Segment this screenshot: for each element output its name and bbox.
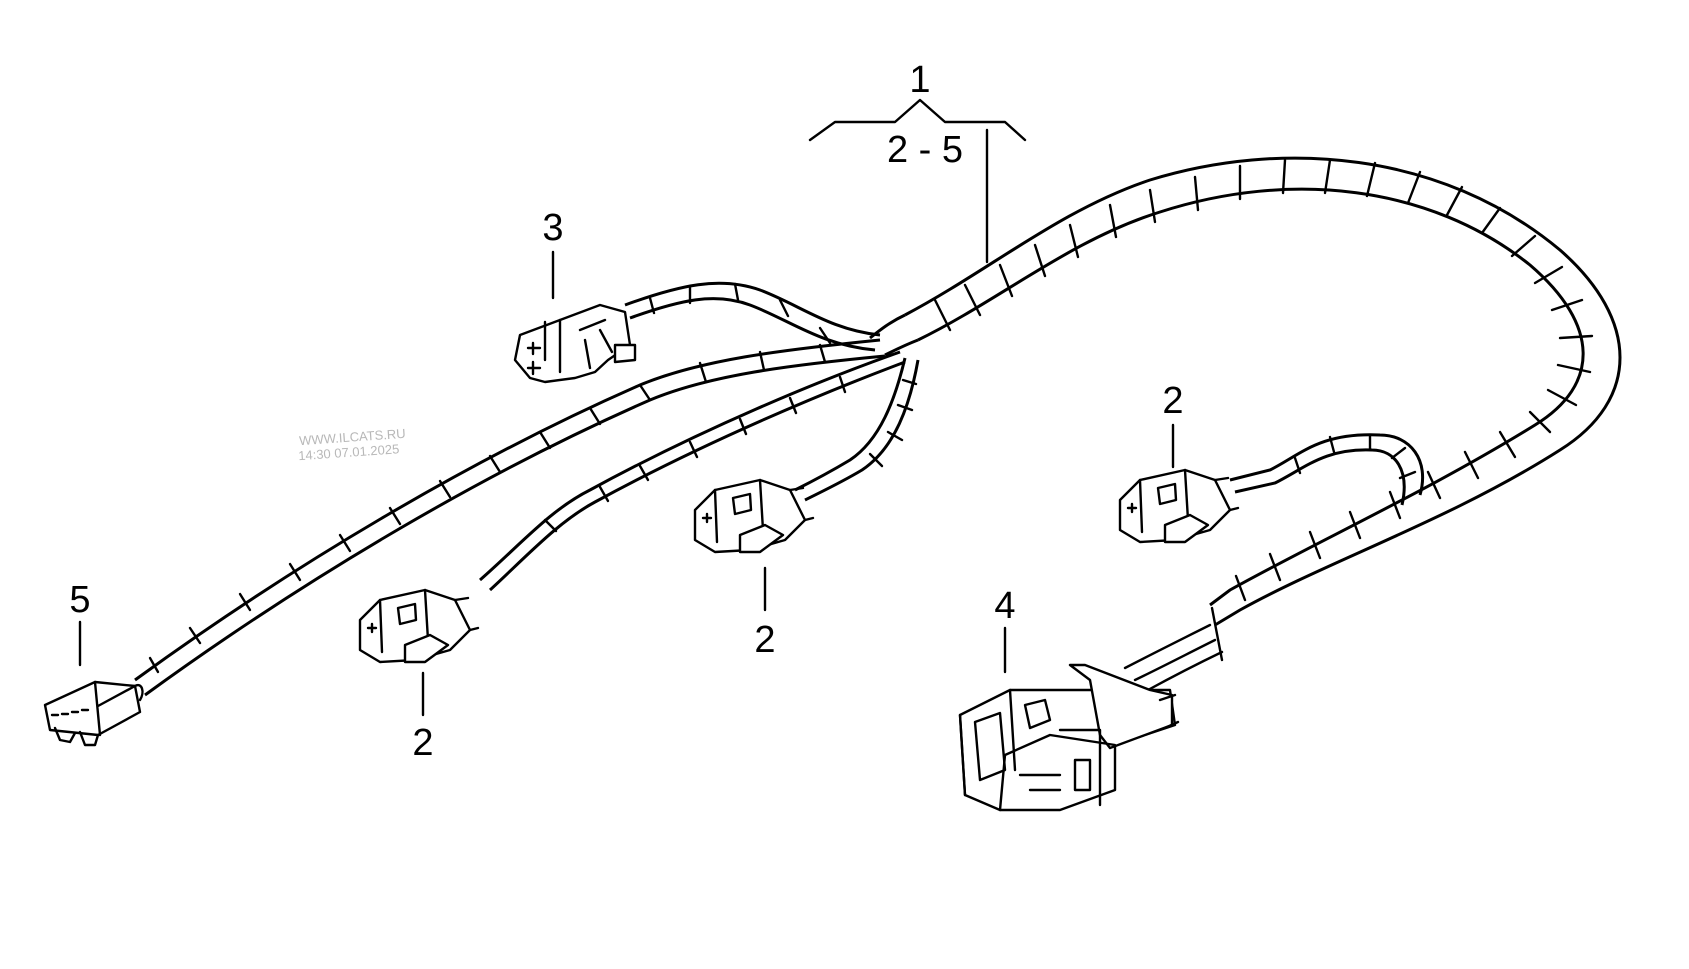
- branch-to-connector-3: [624, 281, 881, 352]
- connector-2-lower-left: [358, 588, 480, 664]
- leader-lines: [78, 128, 1175, 717]
- watermark: WWW.ILCATS.RU 14:30 07.01.2025: [298, 426, 406, 464]
- main-harness-trunk: [904, 156, 1622, 627]
- connector-5: [43, 680, 144, 747]
- branch-to-connector-2-a: [479, 350, 906, 592]
- watermark-timestamp: 14:30 07.01.2025: [298, 441, 400, 463]
- connector-4: [958, 663, 1180, 812]
- trunk-tape-marks: [933, 158, 1594, 602]
- callout-part-2-lower-left: 2: [412, 722, 433, 764]
- callout-part-5: 5: [69, 579, 90, 621]
- callout-assembly: 1: [909, 59, 930, 101]
- connector-2-middle: [693, 478, 815, 554]
- callout-range: 2 - 5: [887, 129, 963, 171]
- callout-part-2-middle: 2: [754, 619, 775, 661]
- branch-to-connector-2-b: [794, 357, 920, 502]
- branch-to-connector-5: [134, 338, 886, 697]
- callout-part-3: 3: [542, 207, 563, 249]
- callout-part-2-right: 2: [1162, 380, 1183, 422]
- callout-labels: 1 2 - 5 3 5 2 2 2 4: [69, 59, 1183, 764]
- connector-3: [513, 303, 637, 384]
- harness-junction: [869, 313, 919, 357]
- connector-2-right: [1118, 468, 1240, 544]
- wires-to-connector-4: [1123, 606, 1224, 692]
- callout-bracket: [808, 98, 1027, 142]
- watermark-url: WWW.ILCATS.RU: [299, 426, 406, 448]
- branch-to-connector-2-c: [1229, 433, 1425, 506]
- callout-part-4: 4: [994, 585, 1015, 627]
